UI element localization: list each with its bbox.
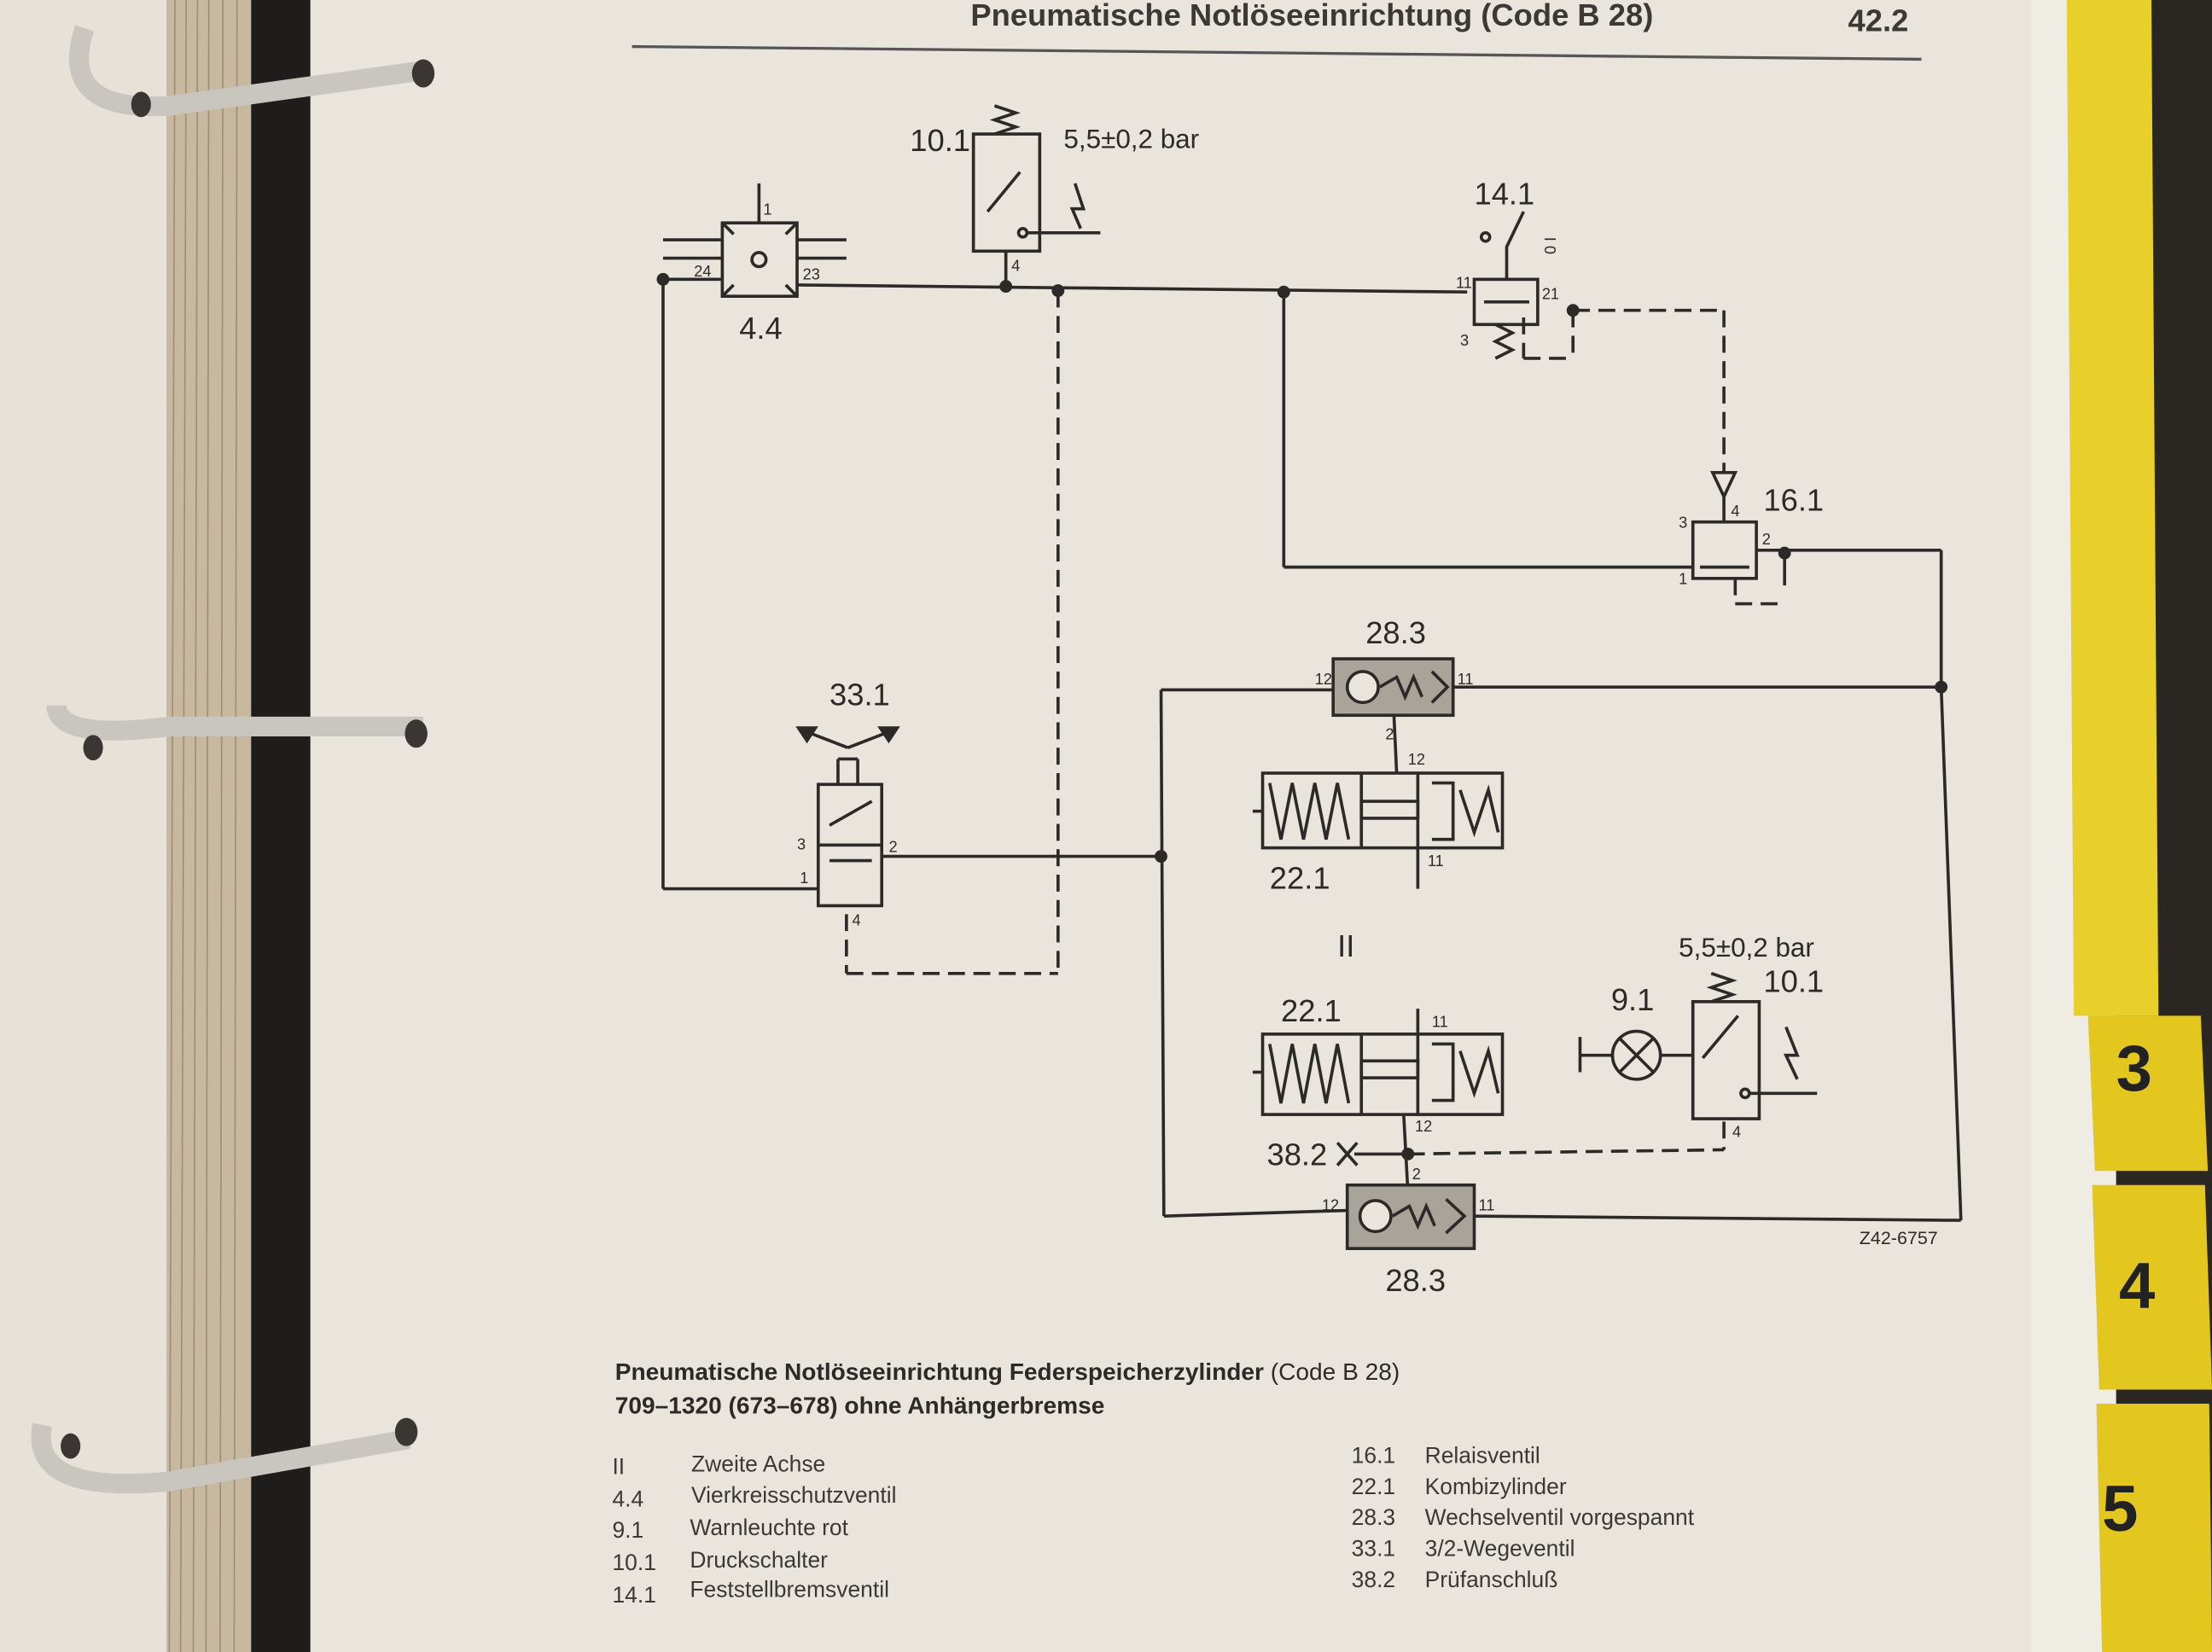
port-label: 3 bbox=[1679, 514, 1687, 531]
legend-code: II bbox=[612, 1454, 625, 1480]
label-28-3-top: 28.3 bbox=[1365, 615, 1426, 650]
caption-code: (Code B 28) bbox=[1264, 1358, 1400, 1385]
port-label: 3 bbox=[1460, 332, 1469, 349]
label-28-3-bottom: 28.3 bbox=[1385, 1263, 1446, 1298]
legend-text: Prüfanschluß bbox=[1425, 1567, 1558, 1592]
parking-brake-valve bbox=[1472, 277, 1540, 327]
label-22-1-bottom: 22.1 bbox=[1281, 993, 1342, 1028]
port-label: 2 bbox=[888, 839, 897, 856]
page-paper bbox=[0, 0, 2103, 1652]
legend-text: Vierkreisschutzventil bbox=[691, 1482, 896, 1508]
port-label: 12 bbox=[1315, 671, 1332, 688]
legend-code: 28.3 bbox=[1352, 1504, 1395, 1530]
label-4-4: 4.4 bbox=[739, 311, 783, 346]
tab-4[interactable] bbox=[2092, 1184, 2212, 1390]
legend-text: Zweite Achse bbox=[691, 1451, 825, 1476]
port-label: 4 bbox=[1011, 257, 1020, 274]
port-label: 2 bbox=[1762, 531, 1771, 548]
switch-marks: I 0 bbox=[1541, 237, 1558, 254]
port-label: 12 bbox=[1415, 1118, 1432, 1135]
port-label: 2 bbox=[1385, 725, 1394, 742]
label-33-1: 33.1 bbox=[830, 678, 890, 713]
label-22-1-top: 22.1 bbox=[1270, 861, 1330, 896]
port-label: 11 bbox=[1458, 671, 1474, 688]
legend-text: 3/2-Wegeventil bbox=[1425, 1536, 1575, 1562]
binder-rings bbox=[31, 25, 425, 1494]
port-label: 4 bbox=[1732, 1124, 1741, 1141]
legend-code: 16.1 bbox=[1352, 1442, 1395, 1468]
label-pressure-top: 5,5±0,2 bar bbox=[1063, 125, 1199, 154]
port-label: 3 bbox=[797, 835, 806, 852]
legend-text: Druckschalter bbox=[690, 1547, 828, 1573]
legend-code: 22.1 bbox=[1352, 1474, 1395, 1499]
legend-text: Wechselventil vorgespannt bbox=[1425, 1504, 1695, 1530]
drawing-number: Z42-6757 bbox=[1860, 1228, 1938, 1248]
legend-left: II Zweite Achse 4.4 Vierkreisschutzventi… bbox=[612, 1451, 896, 1608]
legend-code: 4.4 bbox=[612, 1486, 643, 1512]
port-label: 12 bbox=[1322, 1197, 1339, 1214]
port-label: 1 bbox=[763, 201, 771, 218]
label-38-2: 38.2 bbox=[1266, 1137, 1327, 1172]
tab-5-label: 5 bbox=[2102, 1473, 2138, 1545]
port-numbers: 1 24 23 4 11 21 3 4 3 2 1 12 11 2 12 11 … bbox=[694, 201, 1771, 1213]
label-16-1: 16.1 bbox=[1763, 482, 1824, 517]
label-10-1-top: 10.1 bbox=[910, 123, 970, 158]
port-label: 11 bbox=[1456, 274, 1472, 291]
combi-cylinder-bottom bbox=[1260, 1032, 1505, 1116]
binder-spine bbox=[251, 0, 311, 1652]
port-label: 11 bbox=[1478, 1197, 1494, 1214]
pressure-switch-top bbox=[971, 132, 1042, 253]
port-label: 11 bbox=[1428, 852, 1444, 870]
caption-bold: Pneumatische Notlöseeinrichtung Federspe… bbox=[615, 1358, 1264, 1385]
tab-4-label: 4 bbox=[2119, 1250, 2155, 1323]
tab-3[interactable] bbox=[2087, 1015, 2209, 1172]
test-connection bbox=[1336, 1141, 1359, 1166]
caption-line-2: 709–1320 (673–678) ohne Anhängerbremse bbox=[615, 1393, 1105, 1419]
legend-code: 38.2 bbox=[1352, 1567, 1395, 1592]
port-label: 12 bbox=[1408, 751, 1425, 768]
port-label: 4 bbox=[1731, 503, 1739, 520]
page-number: 42.2 bbox=[1848, 3, 1909, 38]
shuttle-valve-top bbox=[1331, 657, 1455, 718]
port-label: 24 bbox=[694, 263, 711, 280]
legend-code: 14.1 bbox=[612, 1582, 655, 1608]
legend-text: Relaisventil bbox=[1425, 1442, 1540, 1468]
port-label: 1 bbox=[1679, 570, 1687, 587]
label-pressure-bottom: 5,5±0,2 bar bbox=[1679, 933, 1814, 963]
port-label: 4 bbox=[852, 912, 860, 929]
page-title: Pneumatische Notlöseeinrichtung (Code B … bbox=[970, 0, 1653, 32]
caption-line-1: Pneumatische Notlöseeinrichtung Federspe… bbox=[615, 1358, 1400, 1385]
tab-strip-top bbox=[2066, 0, 2159, 1016]
port-label: 11 bbox=[1432, 1014, 1448, 1031]
legend-right: 16.1 Relaisventil 22.1 Kombizylinder 28.… bbox=[1352, 1442, 1695, 1591]
pressure-switch-bottom bbox=[1691, 1000, 1761, 1120]
pneumatic-diagram bbox=[656, 104, 1963, 1250]
legend-text: Feststellbremsventil bbox=[690, 1577, 889, 1603]
label-10-1-bottom: 10.1 bbox=[1763, 963, 1824, 998]
legend-code: 33.1 bbox=[1352, 1536, 1395, 1562]
port-label: 21 bbox=[1542, 285, 1559, 302]
port-label: 2 bbox=[1412, 1166, 1421, 1183]
legend-text: Warnleuchte rot bbox=[690, 1515, 848, 1540]
label-axle-II: II bbox=[1337, 928, 1354, 963]
legend-code: 9.1 bbox=[612, 1517, 643, 1543]
label-9-1: 9.1 bbox=[1611, 982, 1655, 1017]
legend-code: 10.1 bbox=[612, 1550, 655, 1575]
legend-text: Kombizylinder bbox=[1425, 1474, 1567, 1499]
left-page bbox=[0, 0, 183, 1652]
tab-5[interactable] bbox=[2096, 1404, 2212, 1652]
port-label: 23 bbox=[803, 265, 820, 282]
header-rule bbox=[632, 44, 1922, 61]
tab-3-label: 3 bbox=[2116, 1032, 2152, 1105]
port-label: 1 bbox=[800, 870, 808, 887]
label-14-1: 14.1 bbox=[1474, 177, 1534, 212]
